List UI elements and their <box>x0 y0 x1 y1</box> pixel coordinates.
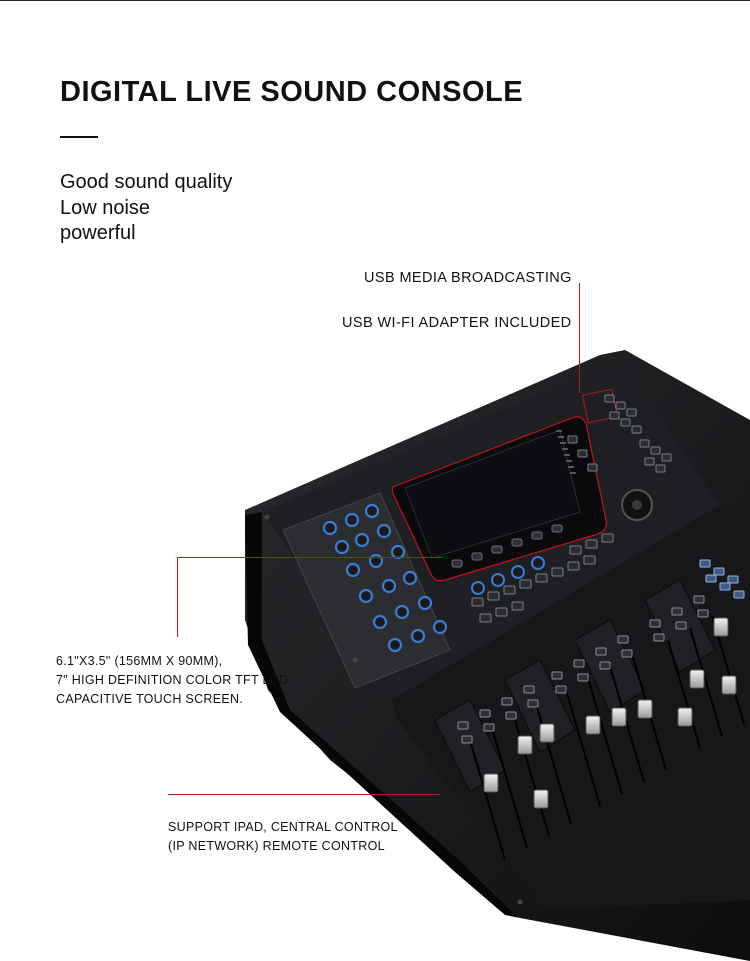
knob[interactable] <box>376 523 392 539</box>
knob[interactable] <box>364 503 380 519</box>
knob[interactable] <box>372 614 388 630</box>
tagline-line-3: powerful <box>60 222 136 244</box>
fader-cap[interactable] <box>533 789 549 809</box>
knob[interactable] <box>410 628 426 644</box>
knob[interactable] <box>354 532 370 548</box>
callout-remote-line-1: SUPPORT IPAD, CENTRAL CONTROL <box>168 820 398 834</box>
knob[interactable] <box>344 512 360 528</box>
fader-cap[interactable] <box>585 715 601 735</box>
knob[interactable] <box>381 578 397 594</box>
knob[interactable] <box>390 544 406 560</box>
page-title: DIGITAL LIVE SOUND CONSOLE <box>60 76 524 108</box>
fader-cap[interactable] <box>713 617 729 637</box>
top-border <box>0 0 750 1</box>
tagline: Good sound quality Low noise powerful <box>60 170 232 247</box>
fader-cap[interactable] <box>721 675 737 695</box>
knob[interactable] <box>345 562 361 578</box>
callout-screen-line-3: CAPACITIVE TOUCH SCREEN. <box>56 692 244 706</box>
fader-cap[interactable] <box>689 669 705 689</box>
knob[interactable] <box>402 570 418 586</box>
callout-line-usb <box>579 283 580 393</box>
callout-line-screen-horizontal <box>177 557 442 558</box>
callout-screen: 6.1"X3.5" (156MM X 90MM), 7" HIGH DEFINI… <box>56 652 292 709</box>
callout-screen-line-1: 6.1"X3.5" (156MM X 90MM), <box>56 654 223 668</box>
title-underline <box>60 136 98 138</box>
fader-cap[interactable] <box>539 723 555 743</box>
fader-cap[interactable] <box>637 699 653 719</box>
callout-remote-line-2: (IP NETWORK) REMOTE CONTROL <box>168 839 385 853</box>
fader-cap[interactable] <box>611 707 627 727</box>
knob[interactable] <box>394 604 410 620</box>
fader-cap[interactable] <box>517 735 533 755</box>
usb-port-highlight <box>581 388 619 424</box>
fader-cap[interactable] <box>677 707 693 727</box>
tagline-line-1: Good sound quality <box>60 171 233 193</box>
callout-usb-media: USB MEDIA BROADCASTING <box>364 270 572 286</box>
callout-remote: SUPPORT IPAD, CENTRAL CONTROL (IP NETWOR… <box>168 818 398 856</box>
knob[interactable] <box>387 637 403 653</box>
callout-screen-line-2: 7" HIGH DEFINITION COLOR TFT LCD, <box>56 673 293 687</box>
callout-usb-wifi: USB WI-FI ADAPTER INCLUDED <box>342 315 572 331</box>
knob[interactable] <box>368 553 384 569</box>
fader-cap[interactable] <box>483 773 499 793</box>
callout-line-remote <box>168 794 440 795</box>
knob[interactable] <box>417 595 433 611</box>
tagline-line-2: Low noise <box>60 196 151 219</box>
knob[interactable] <box>334 539 350 555</box>
knob[interactable] <box>322 520 338 536</box>
knob[interactable] <box>432 619 448 635</box>
callout-line-screen-vertical <box>177 557 178 637</box>
knob[interactable] <box>358 588 374 604</box>
touch-screen[interactable] <box>404 429 581 559</box>
